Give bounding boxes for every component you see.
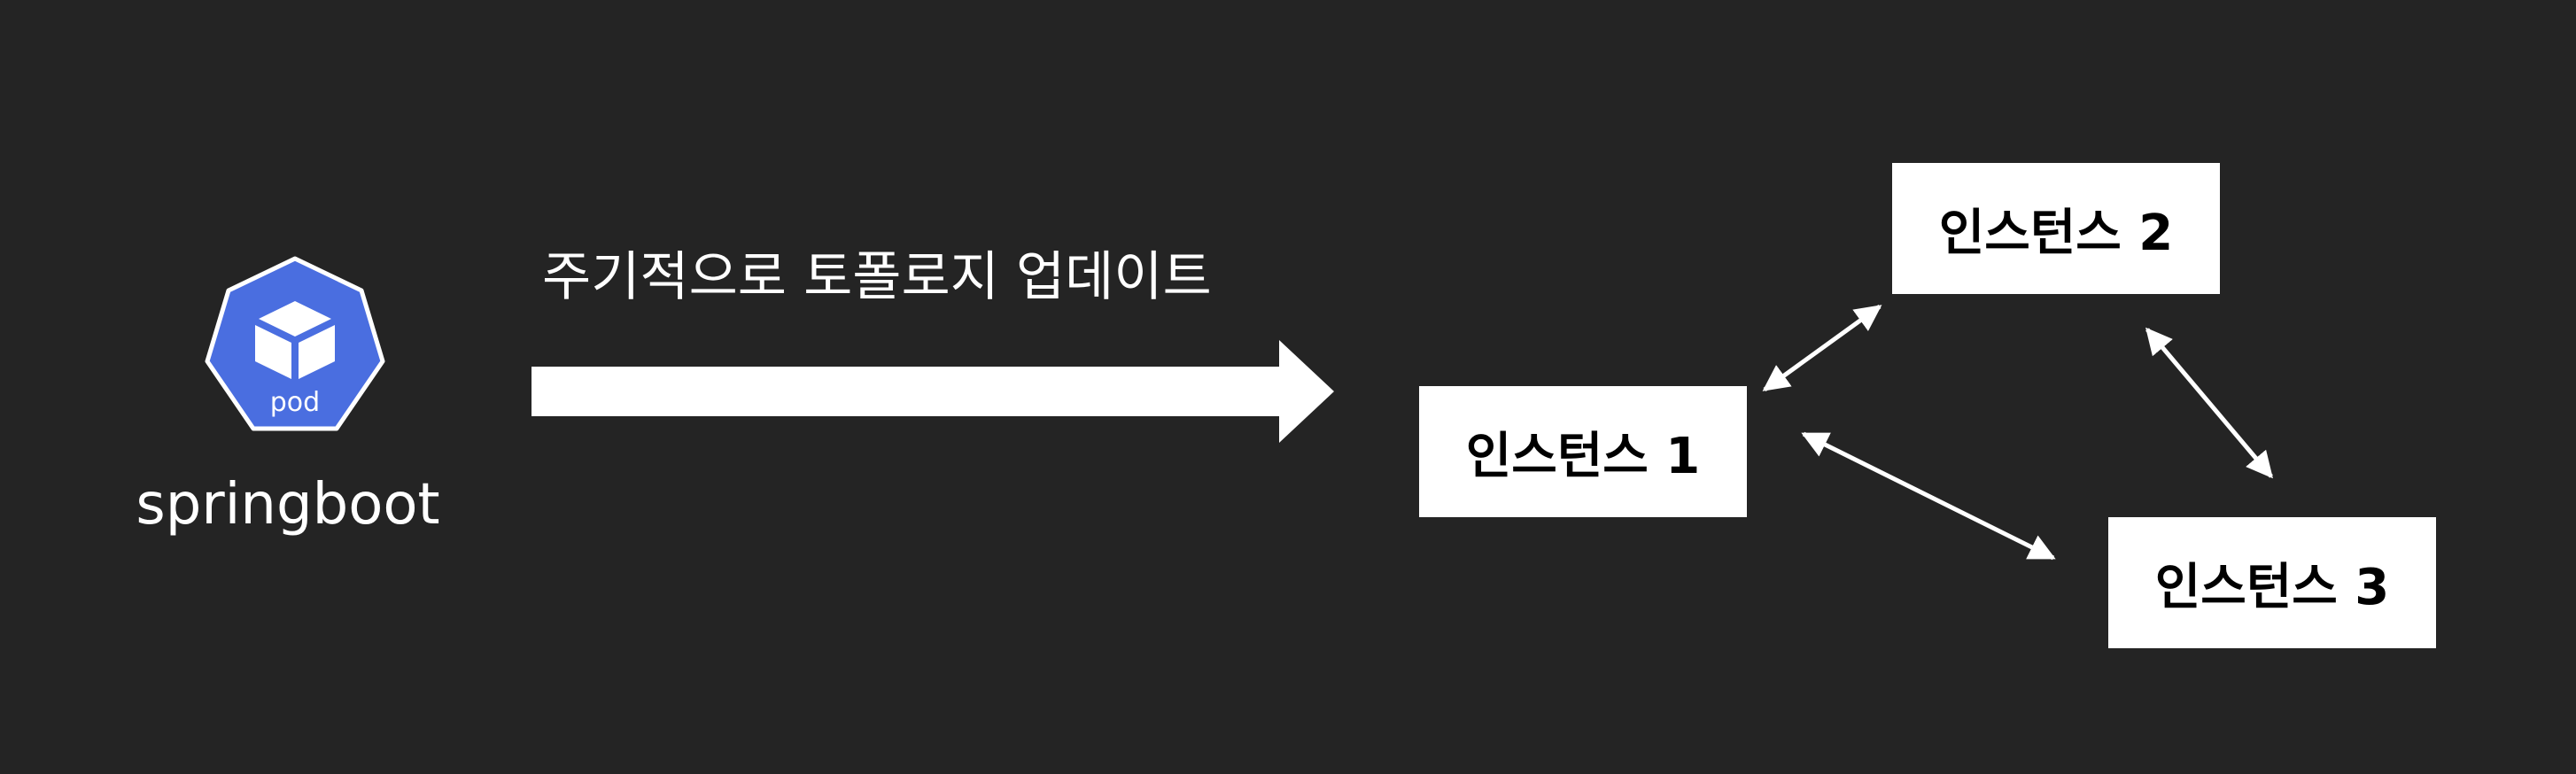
flow-label: 주기적으로 토폴로지 업데이트 xyxy=(542,246,1212,308)
pod-heptagon: pod xyxy=(205,256,385,431)
connection-2-3 xyxy=(2145,327,2273,479)
pod-icon-label: pod xyxy=(270,387,320,418)
instance-3-box: 인스턴스 3 xyxy=(2108,517,2436,648)
pod-icon: pod xyxy=(202,255,388,432)
connection-1-2 xyxy=(1762,304,1882,392)
cube-icon xyxy=(255,301,335,379)
pod-heptagon-shape xyxy=(205,256,385,431)
connection-1-3 xyxy=(1801,431,2056,561)
instance-2-box: 인스턴스 2 xyxy=(1892,163,2220,294)
pod-caption: springboot xyxy=(136,472,440,538)
flow-arrow xyxy=(531,340,1334,443)
instance-1-box: 인스턴스 1 xyxy=(1419,386,1747,517)
flow-arrow-shape xyxy=(531,340,1334,443)
